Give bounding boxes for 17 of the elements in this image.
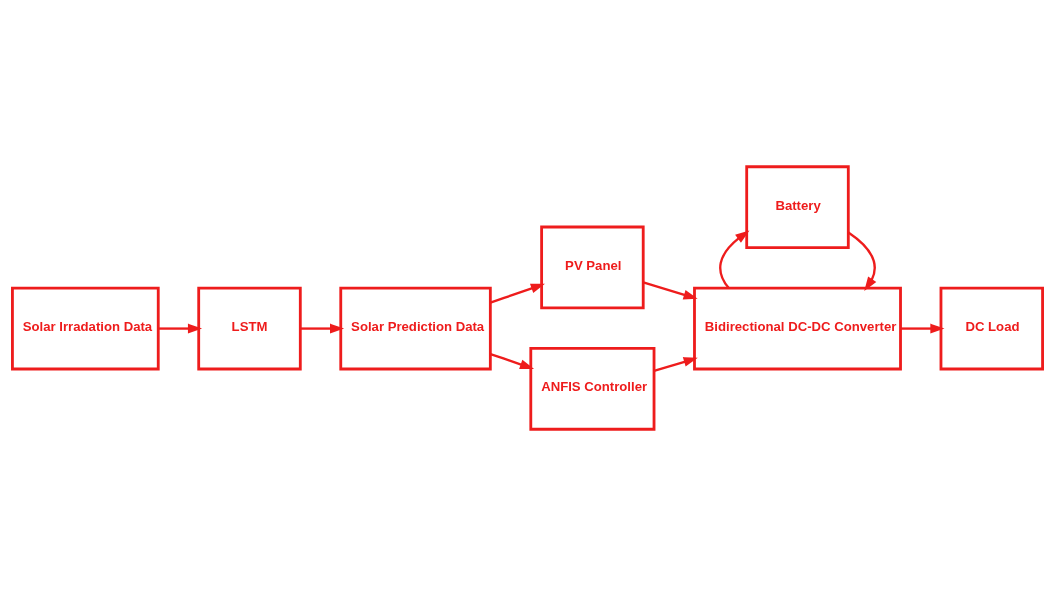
- arrow: [653, 356, 698, 372]
- arrow: [300, 323, 345, 334]
- node-box: Solar Irradation Data: [11, 286, 160, 370]
- node-box: ANFIS Controller: [529, 346, 656, 431]
- node-box: LSTM: [197, 286, 302, 370]
- node-box: Solar Prediction Data: [339, 286, 492, 370]
- arrow: [847, 231, 877, 291]
- node-box: DC Load: [939, 286, 1044, 370]
- arrow: [490, 283, 545, 304]
- arrow: [643, 280, 698, 299]
- node-box: Bidirectional DC-DC Converter: [693, 286, 902, 370]
- arrow: [158, 323, 203, 334]
- arrow: [719, 229, 750, 289]
- arrow: [490, 352, 535, 369]
- node-box: PV Panel: [540, 225, 645, 309]
- arrow: [900, 323, 945, 334]
- node-box: Battery: [745, 164, 850, 249]
